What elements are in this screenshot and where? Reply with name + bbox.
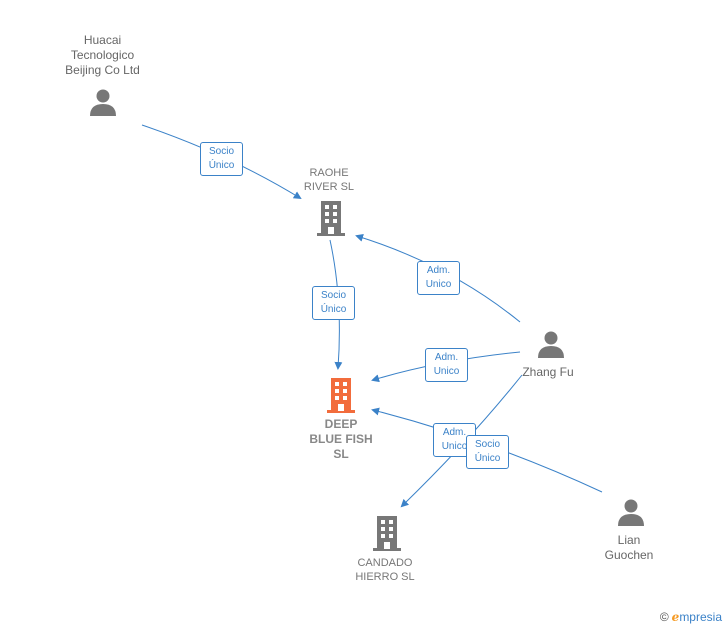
person-icon[interactable] [617, 498, 645, 526]
person-icon[interactable] [537, 330, 565, 358]
copyright-symbol: © [659, 610, 669, 624]
brand-logo: ©empresia [660, 610, 722, 624]
node-label-lian: Lian Guochen [604, 533, 654, 562]
edge-badge-lian-deep[interactable]: Socio Único [466, 435, 509, 469]
person-icon[interactable] [89, 88, 117, 116]
edge-badge-raohe-deep[interactable]: Socio Único [312, 286, 355, 320]
building-icon[interactable] [372, 515, 402, 551]
edge-badge-zhang-raohe[interactable]: Adm. Unico [417, 261, 460, 295]
brand-initial: e [671, 610, 680, 624]
node-label-raohe: RAOHE RIVER SL [303, 167, 355, 193]
building-icon[interactable] [316, 200, 346, 236]
building-icon[interactable] [326, 377, 356, 413]
brand-name: mpresia [679, 610, 722, 624]
node-label-candado: CANDADO HIERRO SL [355, 557, 415, 583]
node-label-zhang: Zhang Fu [522, 365, 574, 379]
edge-badge-huacai-raohe[interactable]: Socio Único [200, 142, 243, 176]
node-label-huacai: Huacai Tecnologico Beijing Co Ltd [65, 33, 140, 77]
edge-badge-zhang-deep[interactable]: Adm. Unico [425, 348, 468, 382]
node-label-deep: DEEP BLUE FISH SL [309, 417, 373, 461]
